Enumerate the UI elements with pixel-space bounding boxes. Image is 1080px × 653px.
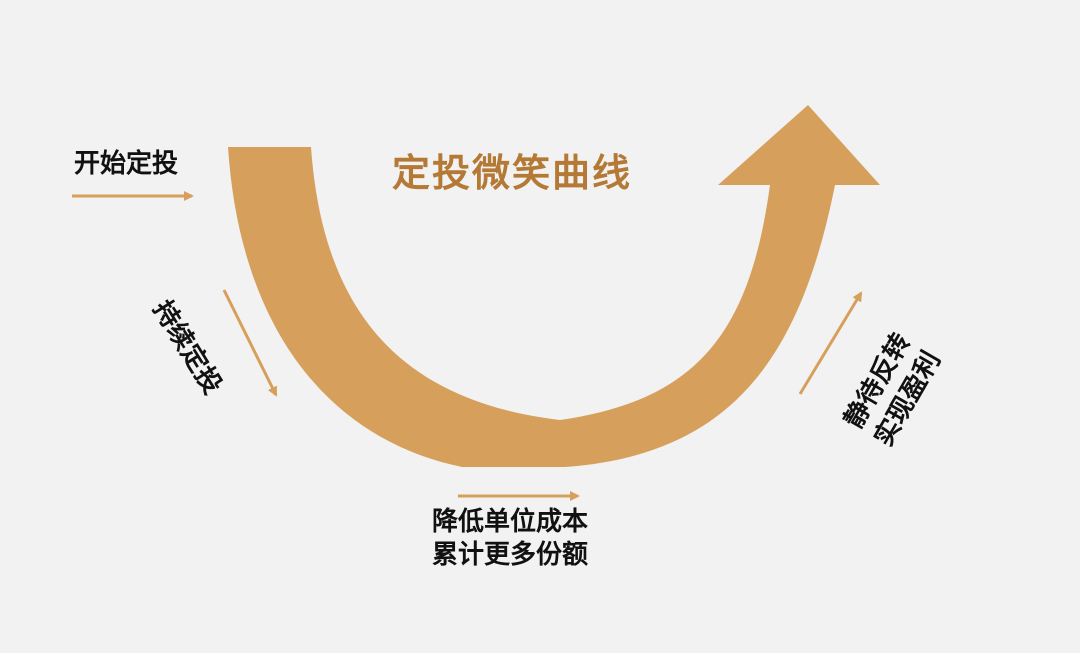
- bottom-stage-label: 降低单位成本 累计更多份额: [432, 506, 588, 571]
- lower-cost-text: 降低单位成本: [432, 507, 589, 537]
- smile-curve-arrow: [228, 105, 880, 467]
- start-investing-label: 开始定投: [74, 149, 179, 179]
- diagram-title: 定投微笑曲线: [392, 151, 633, 195]
- accumulate-shares-text: 累计更多份额: [432, 539, 589, 570]
- rise-arrow: [798, 291, 863, 395]
- continue-arrow: [222, 289, 278, 397]
